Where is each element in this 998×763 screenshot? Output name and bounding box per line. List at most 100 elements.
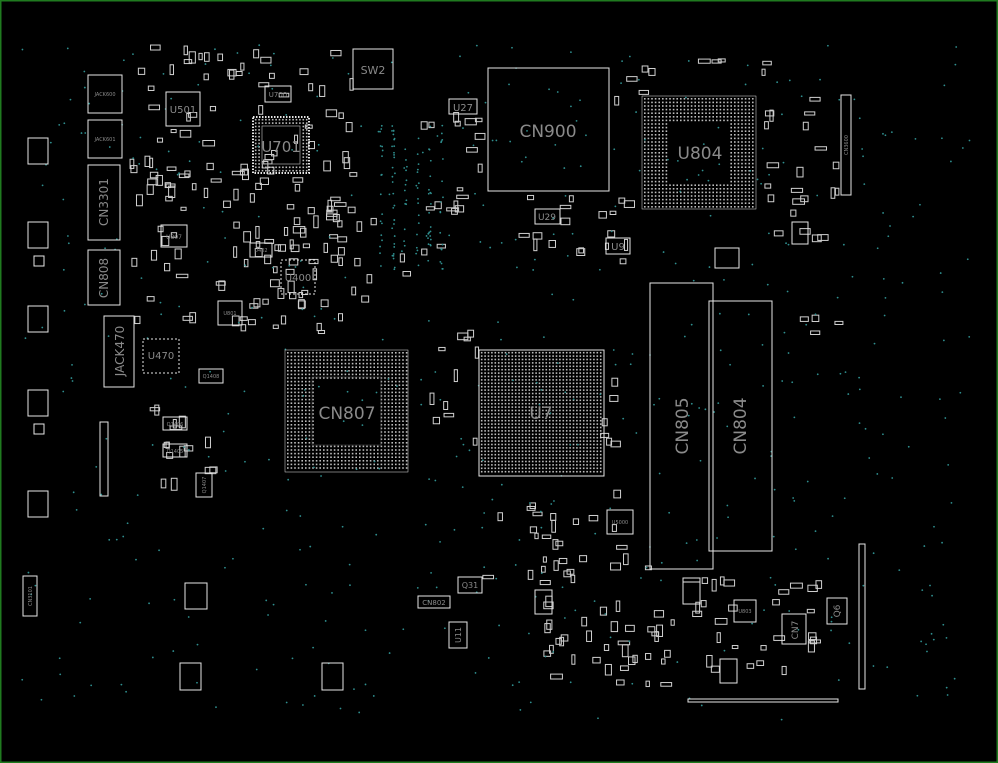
via bbox=[540, 389, 543, 391]
u402-footprint[interactable]: U402 bbox=[249, 242, 273, 258]
via bbox=[900, 396, 902, 399]
q1408-label: Q1408 bbox=[203, 374, 220, 380]
via bbox=[265, 599, 268, 602]
cn807-footprint[interactable]: CN807 bbox=[284, 349, 409, 473]
cn900-footprint[interactable]: CN900 bbox=[487, 67, 610, 192]
via bbox=[679, 190, 682, 193]
passive-component bbox=[695, 601, 701, 614]
passive-component bbox=[370, 217, 377, 226]
passive-component bbox=[550, 673, 563, 680]
q6-footprint[interactable]: Q6 bbox=[826, 597, 848, 625]
u804-footprint[interactable]: U804 bbox=[641, 95, 757, 210]
via bbox=[551, 293, 554, 296]
u9-footprint[interactable]: U9 bbox=[605, 237, 631, 255]
u807-footprint[interactable]: U807 bbox=[160, 224, 188, 248]
via bbox=[792, 497, 795, 499]
cn805-footprint[interactable]: CN805 bbox=[649, 282, 714, 570]
passive-component bbox=[231, 170, 245, 176]
via bbox=[441, 267, 444, 270]
sw2-footprint[interactable]: SW2 bbox=[352, 48, 394, 90]
u29-footprint[interactable]: U29 bbox=[534, 208, 561, 225]
passive-component bbox=[316, 322, 322, 332]
via bbox=[564, 391, 567, 394]
via bbox=[406, 165, 408, 168]
via bbox=[882, 433, 884, 436]
jack601-footprint[interactable]: JACK601 bbox=[87, 119, 123, 159]
u801-footprint[interactable]: U801 bbox=[217, 300, 243, 326]
u701-footprint[interactable]: U701 bbox=[252, 116, 310, 174]
via bbox=[481, 526, 484, 529]
passive-component bbox=[320, 299, 329, 308]
jack600-footprint[interactable]: JACK600 bbox=[87, 74, 123, 114]
u470-footprint[interactable]: U470 bbox=[142, 338, 180, 374]
passive-component bbox=[271, 149, 278, 157]
passive-component bbox=[545, 595, 553, 608]
passive-component bbox=[482, 574, 495, 580]
q31-footprint[interactable]: Q31 bbox=[457, 576, 483, 594]
via bbox=[495, 577, 498, 580]
q1407-footprint[interactable]: Q1407 bbox=[195, 472, 213, 498]
passive-component bbox=[571, 654, 576, 665]
via bbox=[708, 266, 711, 268]
via bbox=[709, 214, 712, 217]
cn808-footprint[interactable]: CN808 bbox=[87, 249, 121, 306]
ball-grid bbox=[287, 352, 408, 469]
via bbox=[729, 363, 732, 366]
via bbox=[299, 548, 301, 551]
cn804-footprint[interactable]: CN804 bbox=[708, 300, 773, 552]
via bbox=[858, 422, 861, 425]
cn7-footprint[interactable]: CN7 bbox=[781, 613, 807, 645]
passive-component bbox=[165, 441, 170, 449]
via bbox=[954, 63, 957, 66]
u501-footprint[interactable]: U501 bbox=[165, 91, 201, 127]
u11-footprint[interactable]: U11 bbox=[448, 621, 468, 649]
passive-component bbox=[345, 122, 353, 133]
via bbox=[653, 403, 655, 406]
via bbox=[388, 193, 391, 196]
jack470-footprint[interactable]: JACK470 bbox=[103, 315, 135, 388]
u7-footprint[interactable]: U7 bbox=[478, 349, 605, 477]
passive-component bbox=[621, 644, 629, 658]
passive-component bbox=[156, 137, 164, 143]
u5000-label: U5000 bbox=[612, 520, 628, 526]
u700-footprint[interactable]: U700 bbox=[264, 85, 292, 103]
passive-component bbox=[298, 292, 304, 299]
q1408-footprint[interactable]: Q1408 bbox=[198, 368, 224, 384]
u400-footprint[interactable]: U400 bbox=[280, 259, 316, 295]
cn3600-footprint[interactable]: CN3600 bbox=[840, 94, 852, 196]
cn802-footprint[interactable]: CN802 bbox=[417, 595, 451, 609]
via bbox=[635, 111, 637, 113]
q1406-footprint[interactable]: Q1406 bbox=[162, 416, 188, 431]
via bbox=[63, 309, 66, 312]
via bbox=[509, 140, 512, 143]
u5000-footprint[interactable]: U5000 bbox=[606, 509, 634, 535]
u27-label: U27 bbox=[453, 103, 473, 114]
via bbox=[196, 681, 198, 684]
via bbox=[346, 390, 349, 393]
passive-component bbox=[290, 244, 300, 253]
via bbox=[783, 331, 786, 334]
via bbox=[572, 298, 575, 301]
passive-component bbox=[144, 155, 151, 168]
via bbox=[786, 290, 789, 293]
via bbox=[609, 507, 612, 510]
via bbox=[380, 265, 382, 267]
q1407-label: Q1407 bbox=[202, 477, 208, 494]
passive-component bbox=[539, 579, 551, 586]
cn3101-footprint[interactable]: CN3101 bbox=[22, 575, 38, 617]
via bbox=[579, 99, 581, 102]
via bbox=[941, 541, 943, 544]
q1405-footprint[interactable]: Q1405 bbox=[162, 443, 188, 458]
u27-footprint[interactable]: U27 bbox=[448, 98, 478, 115]
u803-footprint[interactable]: U803 bbox=[733, 599, 757, 623]
via bbox=[933, 525, 935, 528]
passive-component bbox=[337, 247, 345, 256]
via bbox=[793, 416, 796, 419]
cn3301-footprint[interactable]: CN3301 bbox=[87, 164, 121, 241]
via bbox=[788, 79, 791, 82]
via bbox=[427, 237, 429, 240]
jack600-label: JACK600 bbox=[93, 92, 115, 98]
passive-component bbox=[832, 161, 840, 170]
passive-component bbox=[277, 288, 285, 299]
via bbox=[349, 584, 351, 587]
